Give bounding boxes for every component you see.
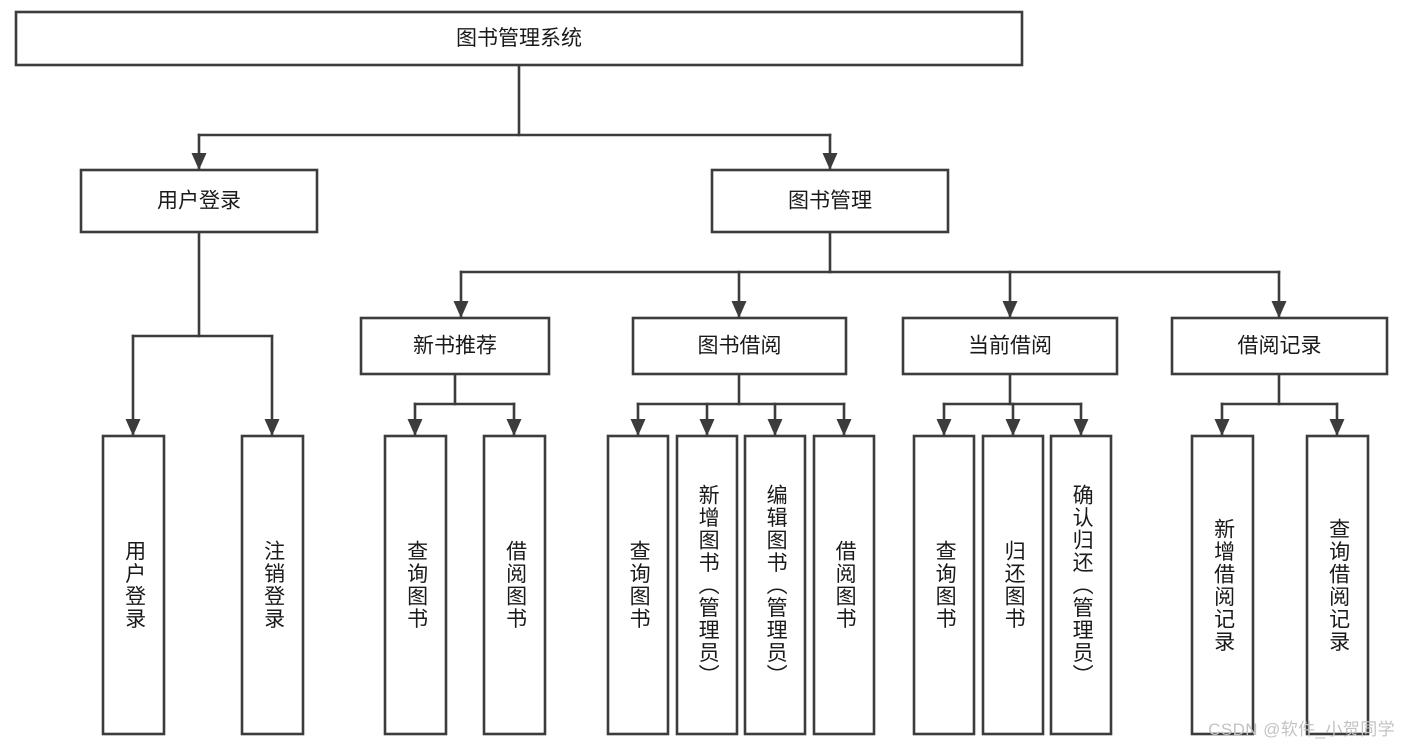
arrow-head-icon (1073, 419, 1089, 436)
node-leaf-query-book-3[interactable] (912, 434, 976, 736)
arrow-head-icon (407, 419, 423, 436)
node-box-leaf-user-login[interactable] (101, 434, 166, 736)
node-leaf-borrow-book-1[interactable] (482, 434, 547, 736)
node-leaf-query-book-2[interactable] (606, 434, 670, 736)
node-leaf-return-book[interactable] (981, 434, 1045, 736)
node-leaf-user-login[interactable] (101, 434, 166, 736)
node-box-borrow-record[interactable] (1170, 316, 1389, 376)
arrow-head-icon (630, 419, 646, 436)
node-borrow-record[interactable] (1170, 316, 1389, 376)
arrow-head-icon (1214, 419, 1230, 436)
node-book-management[interactable] (710, 168, 950, 234)
node-box-book-management[interactable] (710, 168, 950, 234)
node-leaf-query-borrow-record[interactable] (1305, 434, 1370, 736)
boxes-layer (14, 10, 1389, 736)
node-leaf-borrow-book-2[interactable] (812, 434, 876, 736)
node-box-leaf-logout-login[interactable] (240, 434, 305, 736)
node-label-book-borrow: 图书借阅 (698, 335, 782, 358)
node-box-leaf-query-borrow-record[interactable] (1305, 434, 1370, 736)
arrow-head-icon (506, 419, 522, 436)
node-leaf-add-book[interactable] (675, 434, 739, 736)
node-new-book-recommend[interactable] (359, 316, 551, 376)
arrow-head-icon (822, 153, 838, 170)
node-label-user-login: 用户登录 (157, 190, 241, 213)
node-box-root[interactable] (14, 10, 1024, 67)
node-leaf-logout-login[interactable] (240, 434, 305, 736)
node-label-current-borrow: 当前借阅 (968, 335, 1052, 358)
arrow-head-icon (699, 419, 715, 436)
watermark-text: CSDN @软件_小贺同学 (1208, 720, 1395, 739)
arrow-head-icon (1329, 419, 1345, 436)
node-box-current-borrow[interactable] (901, 316, 1119, 376)
node-label-book-management: 图书管理 (788, 190, 872, 213)
node-box-leaf-query-book-3[interactable] (912, 434, 976, 736)
node-leaf-edit-book[interactable] (743, 434, 807, 736)
arrow-head-icon (731, 301, 747, 318)
node-current-borrow[interactable] (901, 316, 1119, 376)
arrow-head-icon (1002, 301, 1018, 318)
node-label-borrow-record: 借阅记录 (1238, 335, 1322, 358)
node-box-leaf-query-book-1[interactable] (383, 434, 448, 736)
node-box-leaf-edit-book[interactable] (743, 434, 807, 736)
node-box-leaf-query-book-2[interactable] (606, 434, 670, 736)
node-leaf-add-borrow-record[interactable] (1190, 434, 1255, 736)
node-leaf-query-book-1[interactable] (383, 434, 448, 736)
node-label-root: 图书管理系统 (456, 27, 582, 50)
arrow-head-icon (453, 301, 469, 318)
node-leaf-confirm-return[interactable] (1049, 434, 1113, 736)
arrow-head-icon (264, 419, 280, 436)
arrow-head-icon (1005, 419, 1021, 436)
node-box-leaf-confirm-return[interactable] (1049, 434, 1113, 736)
node-box-leaf-borrow-book-2[interactable] (812, 434, 876, 736)
node-box-user-login[interactable] (79, 168, 319, 234)
arrow-head-icon (125, 419, 141, 436)
node-box-new-book-recommend[interactable] (359, 316, 551, 376)
node-box-leaf-add-borrow-record[interactable] (1190, 434, 1255, 736)
node-box-leaf-borrow-book-1[interactable] (482, 434, 547, 736)
node-box-leaf-add-book[interactable] (675, 434, 739, 736)
arrow-head-icon (767, 419, 783, 436)
node-user-login[interactable] (79, 168, 319, 234)
connectors-layer (125, 63, 1345, 438)
node-box-book-borrow[interactable] (631, 316, 848, 376)
node-label-new-book-recommend: 新书推荐 (413, 335, 497, 358)
arrow-head-icon (836, 419, 852, 436)
node-book-borrow[interactable] (631, 316, 848, 376)
arrow-head-icon (1271, 301, 1287, 318)
arrow-head-icon (936, 419, 952, 436)
node-root[interactable] (14, 10, 1024, 67)
node-box-leaf-return-book[interactable] (981, 434, 1045, 736)
arrow-head-icon (191, 153, 207, 170)
